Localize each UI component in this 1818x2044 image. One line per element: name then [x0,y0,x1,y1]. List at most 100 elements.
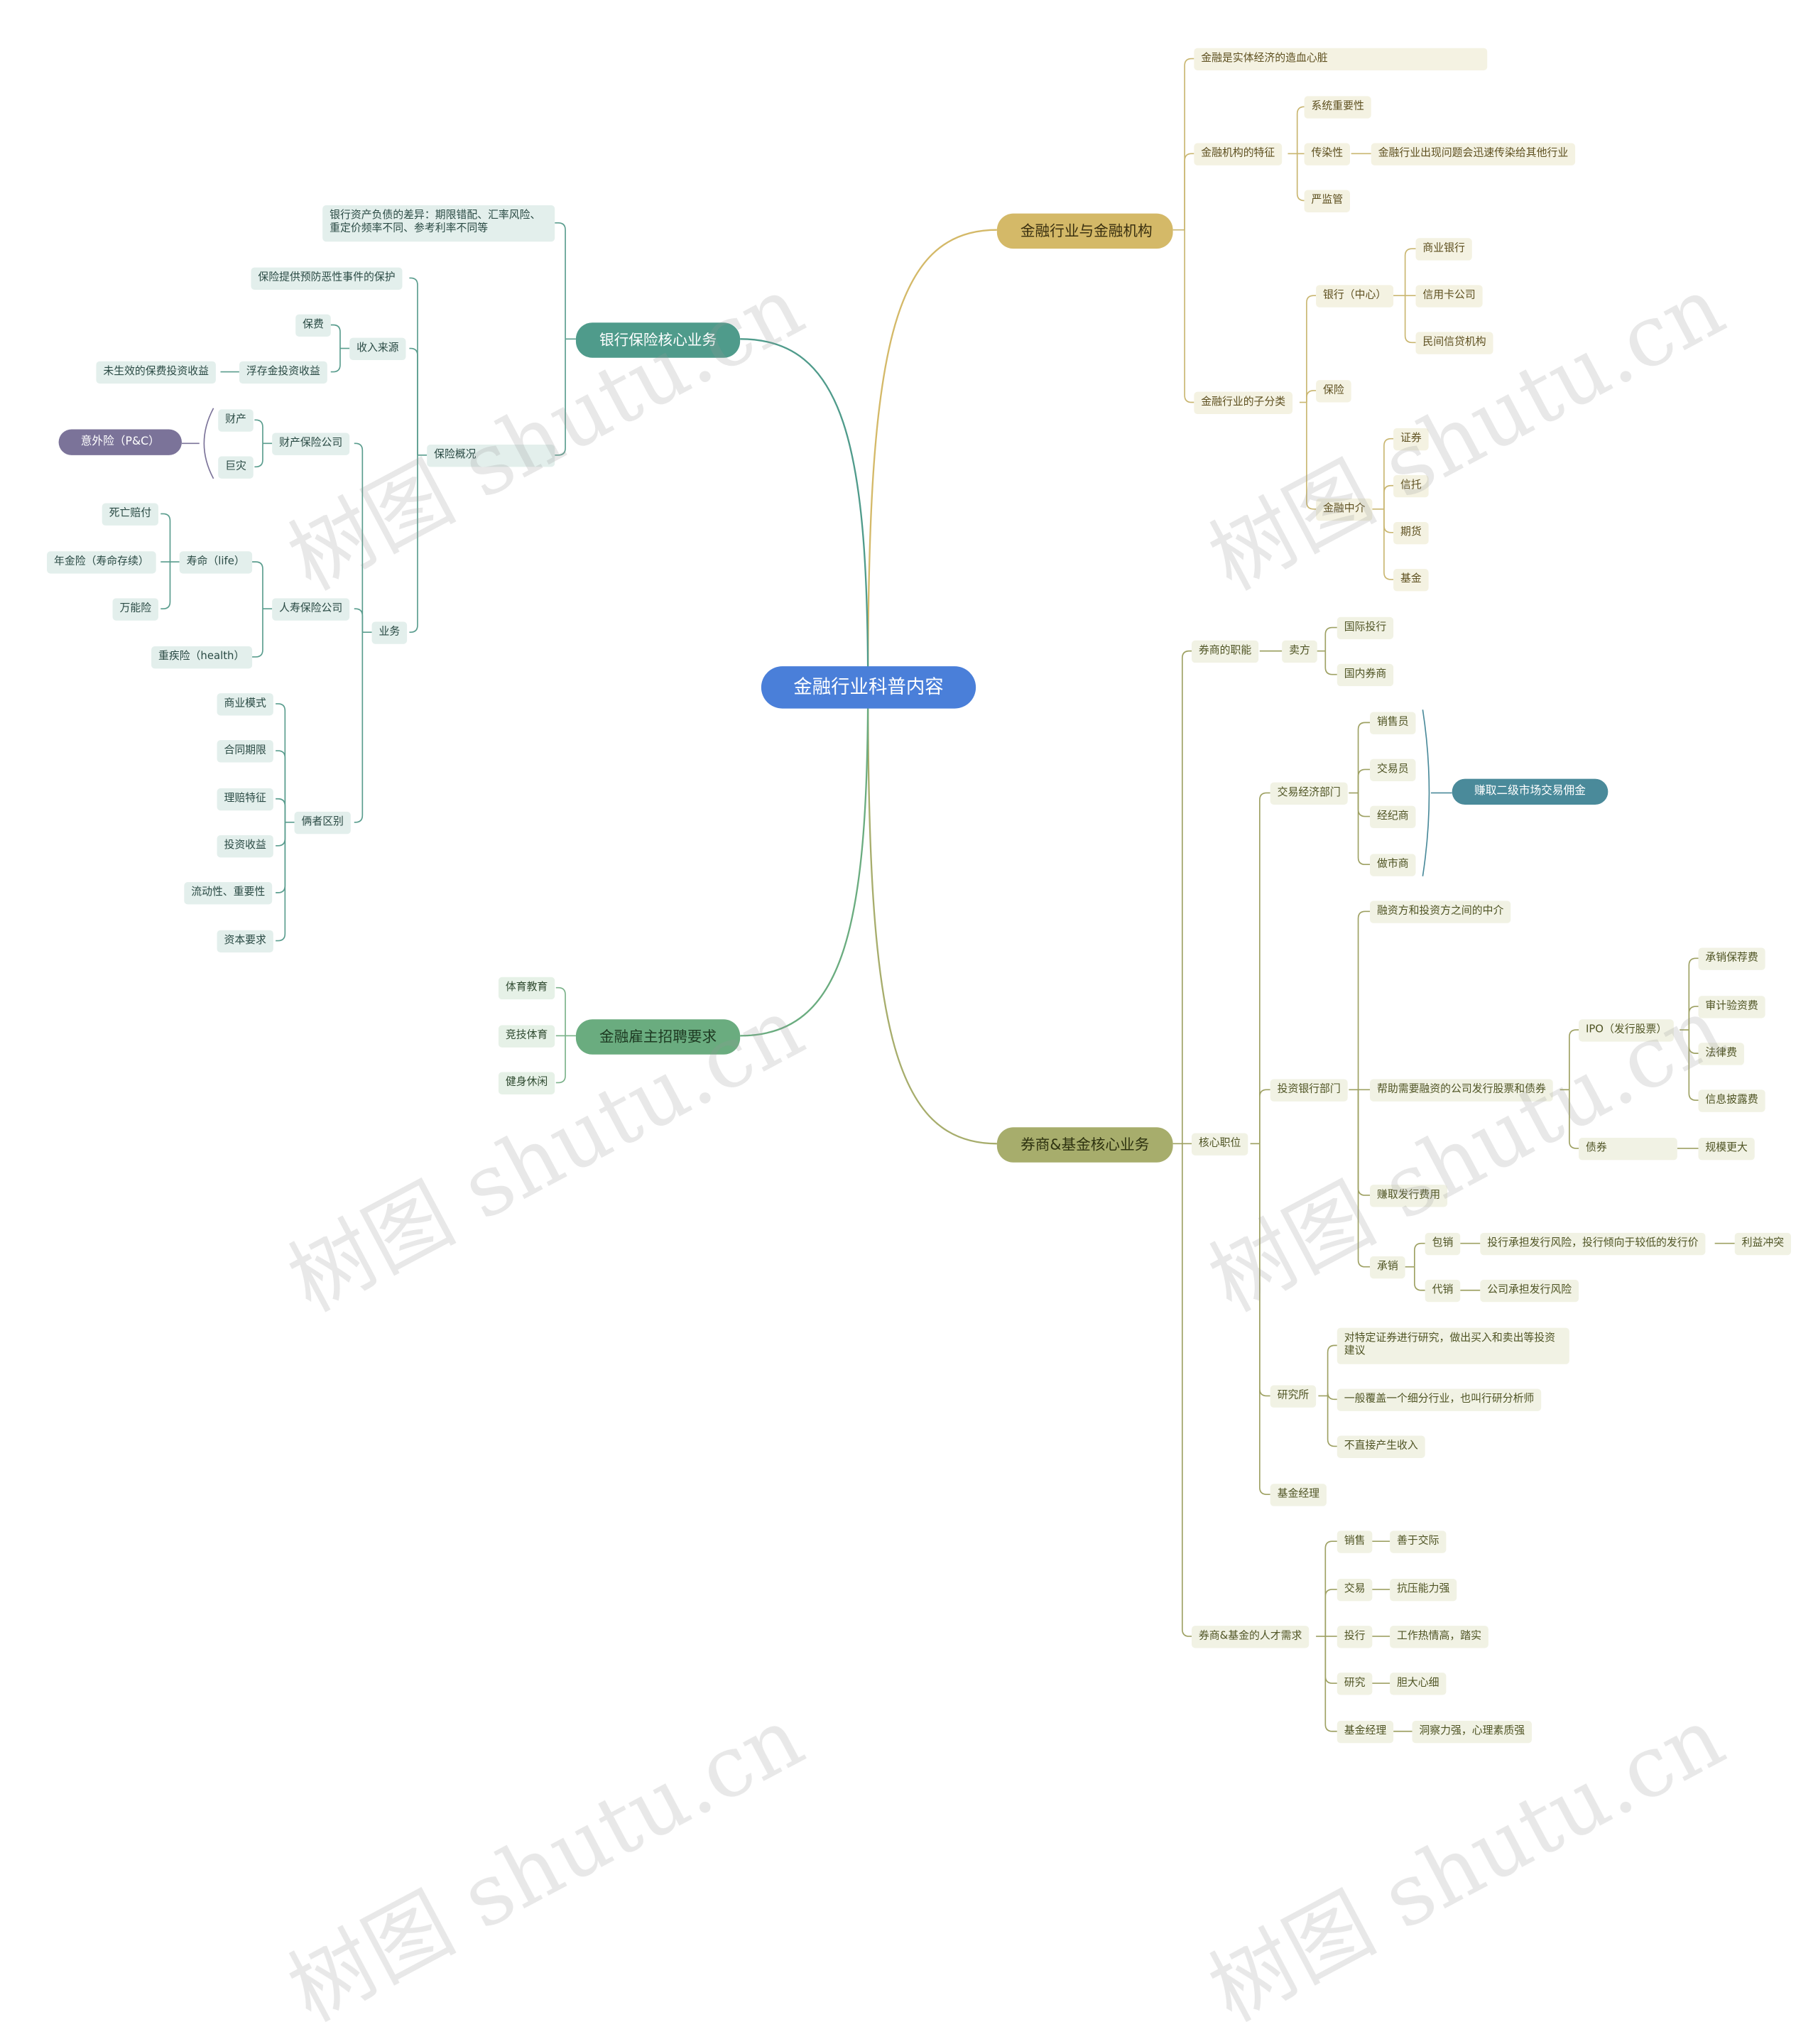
node-broker-duty[interactable]: 券商的职能 [1192,640,1259,663]
node-talent-research-v[interactable]: 胆大心细 [1390,1673,1447,1695]
node-commission[interactable]: 赚取二级市场交易佣金 [1452,778,1609,805]
node-ins-protect[interactable]: 保险提供预防恶性事件的保护 [251,267,403,290]
node-brokerage-dept[interactable]: 交易经济部门 [1270,782,1348,805]
node-float-desc[interactable]: 未生效的保费投资收益 [96,361,216,384]
node-catastrophe[interactable]: 巨灾 [218,456,254,479]
node-diff-claims[interactable]: 理赔特征 [217,788,273,811]
node-contagion[interactable]: 传染性 [1304,143,1351,166]
node-insurance[interactable]: 保险 [1316,380,1351,403]
node-talent-research[interactable]: 研究 [1337,1673,1373,1695]
node-system-importance[interactable]: 系统重要性 [1304,96,1371,119]
node-futures[interactable]: 期货 [1393,521,1429,545]
branch-industry[interactable]: 金融行业与金融机构 [996,213,1173,249]
node-fund-manager[interactable]: 基金经理 [1270,1484,1327,1507]
node-pc-insurance[interactable]: 意外险（P&C） [58,429,182,455]
node-fitness[interactable]: 健身休闲 [498,1072,555,1095]
link-branch [330,348,341,373]
node-competitive-sports[interactable]: 竞技体育 [498,1025,555,1048]
node-bank-diff[interactable]: 银行资产负债的差异：期限错配、汇率风险、重定价频率不同、参考利率不同等 [322,205,555,241]
node-private-credit[interactable]: 民间信贷机构 [1415,332,1493,355]
node-research-3[interactable]: 不直接产生收入 [1337,1435,1425,1459]
node-domestic-broker[interactable]: 国内券商 [1337,663,1394,687]
node-best-efforts[interactable]: 代销 [1425,1279,1461,1303]
node-bank-center[interactable]: 银行（中心） [1316,285,1394,308]
node-annuity[interactable]: 年金险（寿命存续） [47,551,156,575]
link-branch [1306,390,1317,403]
link-branch [555,1035,566,1084]
node-income[interactable]: 收入来源 [349,337,406,361]
node-talent-ib[interactable]: 投行 [1337,1626,1373,1648]
node-ins-overview[interactable]: 保险概况 [427,444,555,467]
node-difference[interactable]: 俩者区别 [294,811,351,835]
node-firm-commitment[interactable]: 包销 [1425,1232,1461,1256]
node-premium[interactable]: 保费 [295,314,331,337]
node-sports-edu[interactable]: 体育教育 [498,977,555,1000]
node-securities[interactable]: 证券 [1393,428,1429,451]
node-conflict[interactable]: 利益冲突 [1734,1232,1792,1256]
node-salesperson[interactable]: 销售员 [1370,712,1416,735]
node-trust[interactable]: 信托 [1393,474,1429,498]
node-ipo-legal-fee[interactable]: 法律费 [1698,1043,1744,1066]
node-contagion-desc[interactable]: 金融行业出现问题会迅速传染给其他行业 [1371,143,1576,166]
node-talent-fund[interactable]: 基金经理 [1337,1720,1394,1744]
node-commercial-bank[interactable]: 商业银行 [1415,238,1472,261]
link-branch [276,822,286,893]
node-ipo-audit-fee[interactable]: 审计验资费 [1698,996,1765,1019]
root-node[interactable]: 金融行业科普内容 [761,666,976,709]
link-branch [1404,295,1416,344]
node-talent-fund-v[interactable]: 洞察力强，心理素质强 [1412,1720,1533,1744]
node-business[interactable]: 业务 [371,621,408,645]
node-critical-illness[interactable]: 重疾险（health） [151,646,252,669]
node-bond[interactable]: 债券 [1579,1138,1677,1160]
node-death-benefit[interactable]: 死亡赔付 [102,503,158,526]
node-life[interactable]: 寿命（life） [179,551,252,575]
branch-securities[interactable]: 券商&基金核心业务 [996,1127,1173,1163]
node-subsectors[interactable]: 金融行业的子分类 [1194,391,1293,415]
node-seller[interactable]: 卖方 [1282,640,1317,663]
node-bond-larger[interactable]: 规模更大 [1698,1138,1755,1160]
node-ib-dept[interactable]: 投资银行部门 [1270,1079,1348,1102]
node-ipo[interactable]: IPO（发行股票） [1579,1019,1675,1043]
node-diff-model[interactable]: 商业模式 [217,693,273,716]
node-talent-sales[interactable]: 销售 [1337,1531,1373,1554]
node-dealer[interactable]: 经纪商 [1370,805,1416,829]
node-ipo-underwriting-fee[interactable]: 承销保荐费 [1698,947,1765,971]
node-universal-life[interactable]: 万能险 [112,598,158,621]
node-ib-issue[interactable]: 帮助需要融资的公司发行股票和债券 [1370,1079,1553,1102]
node-ipo-disclosure-fee[interactable]: 信息披露费 [1698,1089,1765,1113]
node-talent[interactable]: 券商&基金的人才需求 [1192,1626,1310,1648]
branch-recruit[interactable]: 金融雇主招聘要求 [575,1019,741,1055]
node-float[interactable]: 浮存金投资收益 [239,361,327,384]
node-fund[interactable]: 基金 [1393,569,1429,592]
node-blood-heart[interactable]: 金融是实体经济的造血心脏 [1194,48,1488,71]
node-research[interactable]: 研究所 [1270,1385,1317,1408]
node-diff-liquidity[interactable]: 流动性、重要性 [184,882,273,905]
node-talent-ib-v[interactable]: 工作热情高，踏实 [1390,1626,1488,1648]
node-talent-sales-v[interactable]: 善于交际 [1390,1531,1447,1554]
node-credit-card[interactable]: 信用卡公司 [1415,285,1483,308]
node-features[interactable]: 金融机构的特征 [1194,143,1283,166]
node-ib-fees[interactable]: 赚取发行费用 [1370,1185,1448,1207]
node-property[interactable]: 财产 [218,409,254,433]
node-market-maker[interactable]: 做市商 [1370,854,1416,877]
node-core-positions[interactable]: 核心职位 [1192,1133,1248,1156]
node-diff-returns[interactable]: 投资收益 [217,835,273,858]
node-strict-regulation[interactable]: 严监管 [1304,190,1351,213]
node-intl-ib[interactable]: 国际投行 [1337,616,1394,640]
link-branch [1688,1006,1699,1031]
node-underwrite[interactable]: 承销 [1370,1256,1405,1279]
node-life-company[interactable]: 人寿保险公司 [272,598,350,621]
node-diff-capital[interactable]: 资本要求 [217,930,273,953]
node-firm-desc[interactable]: 投行承担发行风险，投行倾向于较低的发行价 [1480,1232,1706,1256]
node-trader[interactable]: 交易员 [1370,759,1416,782]
node-talent-trade-v[interactable]: 抗压能力强 [1390,1579,1457,1602]
node-diff-term[interactable]: 合同期限 [217,740,273,763]
node-best-efforts-desc[interactable]: 公司承担发行风险 [1480,1279,1579,1303]
node-ib-intermediary[interactable]: 融资方和投资方之间的中介 [1370,901,1511,924]
node-talent-trade[interactable]: 交易 [1337,1579,1373,1602]
node-research-1[interactable]: 对特定证券进行研究，做出买入和卖出等投资建议 [1337,1327,1569,1364]
branch-bank-insurance[interactable]: 银行保险核心业务 [575,322,741,358]
node-research-2[interactable]: 一般覆盖一个细分行业，也叫行研分析师 [1337,1388,1542,1412]
node-pc-company[interactable]: 财产保险公司 [272,433,350,456]
node-intermediary[interactable]: 金融中介 [1316,498,1373,521]
